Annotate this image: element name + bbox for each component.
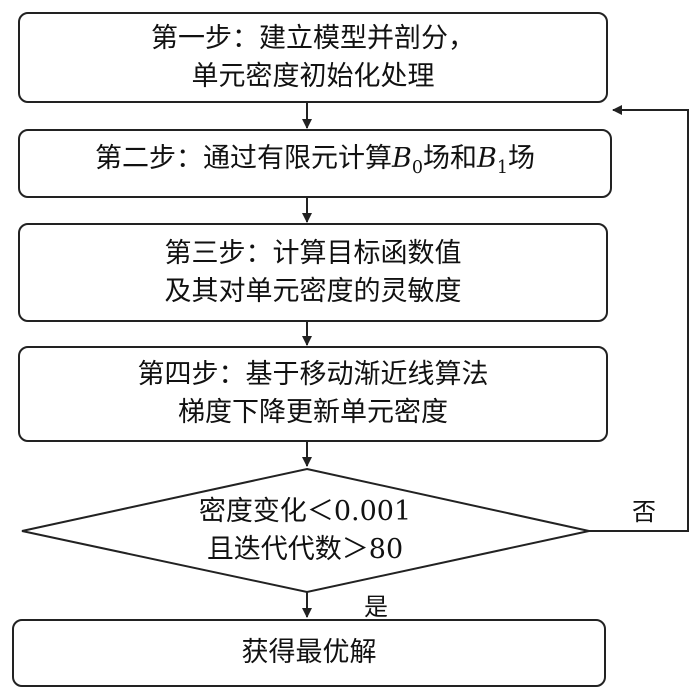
- step-4-box: 第四步：基于移动渐近线算法 梯度下降更新单元密度: [18, 346, 608, 442]
- result-text: 获得最优解: [241, 637, 377, 668]
- step-3-line-1: 第三步：计算目标函数值: [164, 237, 462, 269]
- decision-condition-1: 密度变化＜0.001: [198, 496, 412, 527]
- yes-label: 是: [364, 593, 388, 621]
- step-2-box: 第二步：通过有限元计算B0场和B1场: [18, 129, 612, 198]
- step-1-line-1: 第一步：建立模型并剖分，: [151, 22, 475, 54]
- loop-back-line: [589, 105, 689, 532]
- step-4-line-1: 第四步：基于移动渐近线算法: [137, 359, 489, 390]
- step-1-line-2: 单元密度初始化处理: [191, 60, 435, 92]
- result-box: 获得最优解: [12, 619, 606, 687]
- step-1-box: 第一步：建立模型并剖分， 单元密度初始化处理: [18, 12, 608, 103]
- no-label: 否: [632, 498, 656, 526]
- step-3-box: 第三步：计算目标函数值 及其对单元密度的灵敏度: [18, 223, 608, 322]
- field-symbol-b1: B1: [477, 142, 508, 179]
- step-2-text: 第二步：通过有限元计算B0场和B1场: [95, 140, 535, 187]
- step-2-mid: 场和: [423, 142, 477, 174]
- step-4-line-2: 梯度下降更新单元密度: [178, 397, 448, 428]
- step-3-line-2: 及其对单元密度的灵敏度: [164, 275, 462, 307]
- decision-condition-2: 且迭代代数＞80: [206, 534, 404, 565]
- step-2-suffix: 场: [508, 142, 535, 174]
- step-2-prefix: 第二步：通过有限元计算: [95, 142, 392, 174]
- field-symbol-b0: B0: [392, 142, 423, 179]
